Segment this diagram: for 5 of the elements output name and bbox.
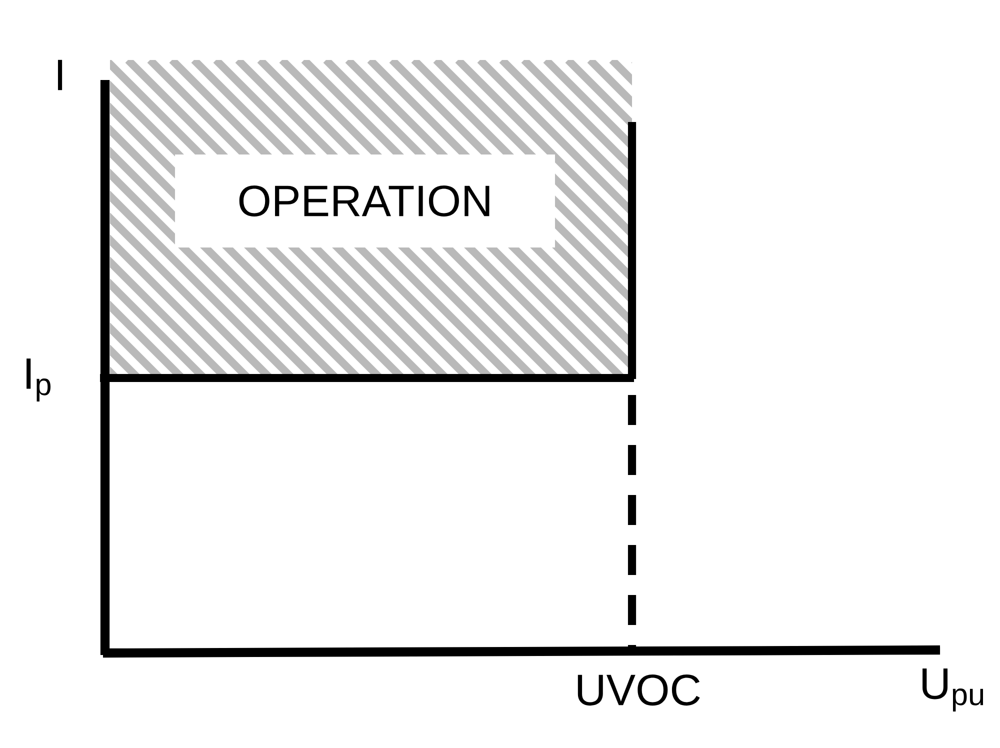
axis-label: I: [58, 60, 62, 90]
tick-label: UVOC: [578, 674, 700, 706]
axis-label: U$_{pu}$: [922, 668, 984, 712]
tick-label: I$_{p}$: [26, 358, 50, 402]
label-box: OPERATION: [175, 154, 556, 248]
